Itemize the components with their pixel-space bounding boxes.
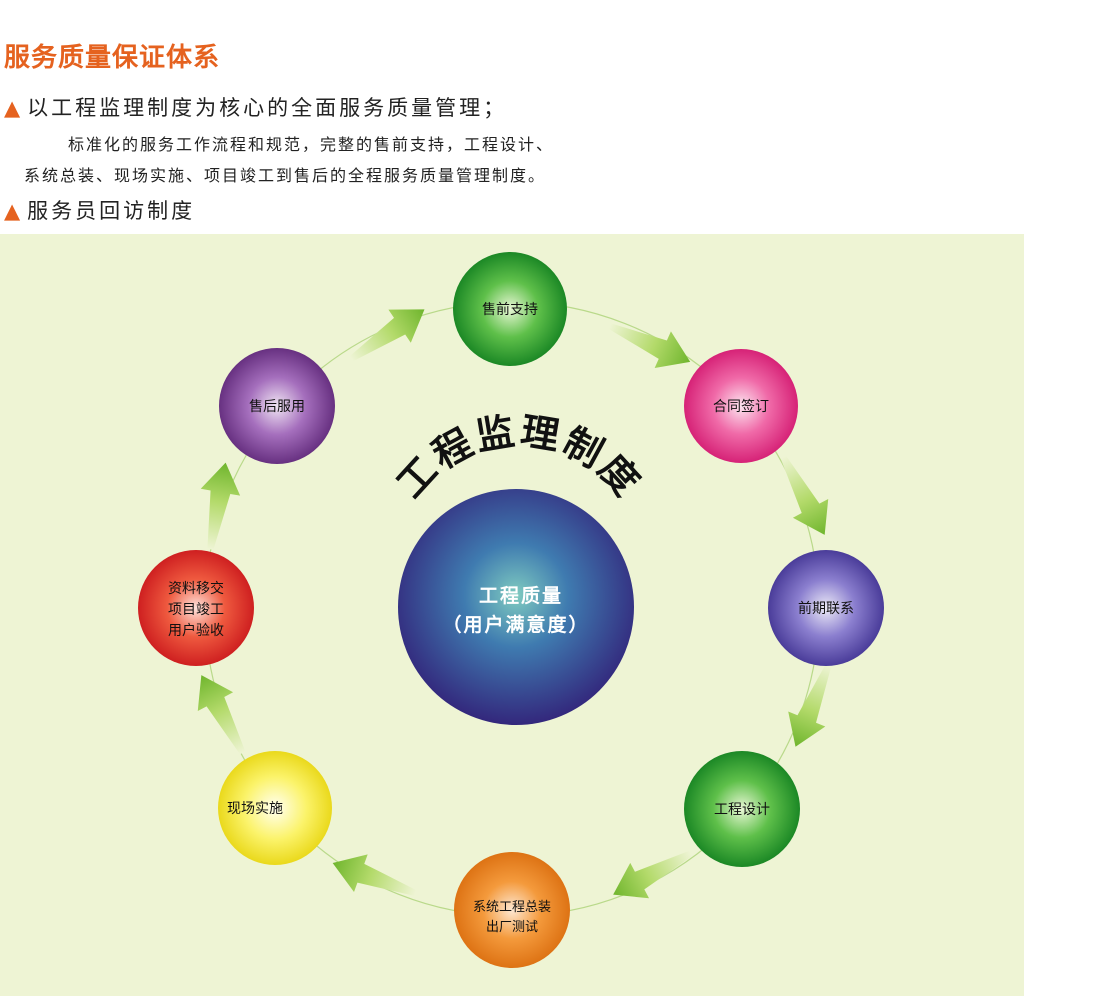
bullet-item-quality-management: ▲以工程监理制度为核心的全面服务质量管理； bbox=[4, 92, 507, 122]
center-label-line2: （用户满意度） bbox=[442, 613, 589, 636]
node-handover-label-line1: 资料移交 bbox=[168, 580, 224, 597]
node-presale-label: 售前支持 bbox=[482, 301, 538, 318]
node-handover-label-line3: 用户验收 bbox=[168, 622, 224, 639]
arrow-contact-to-design-icon bbox=[788, 664, 832, 747]
diagram-panel: 工程监理制度 工程质量 （用户满意度） 售前支持 合同签订 前期联系 工程设计 … bbox=[0, 234, 1024, 996]
arrow-design-to-assembly-icon bbox=[613, 850, 693, 899]
node-presale: 售前支持 bbox=[453, 252, 567, 366]
node-design: 工程设计 bbox=[684, 751, 800, 867]
arrow-assembly-to-onsite-icon bbox=[332, 854, 417, 896]
node-contract: 合同签订 bbox=[684, 349, 798, 463]
arrow-presale-to-contract-icon bbox=[608, 323, 691, 368]
node-handover: 资料移交 项目竣工 用户验收 bbox=[138, 550, 254, 666]
node-onsite: 现场实施 bbox=[218, 751, 332, 865]
node-assembly-label-line1: 系统工程总装 bbox=[473, 900, 551, 915]
cycle-diagram: 工程监理制度 工程质量 （用户满意度） 售前支持 合同签订 前期联系 工程设计 … bbox=[138, 252, 884, 968]
node-aftersale: 售后服用 bbox=[219, 348, 335, 464]
page-title: 服务质量保证体系 bbox=[4, 43, 221, 73]
node-contact: 前期联系 bbox=[768, 550, 884, 666]
arrow-aftersale-to-presale-icon bbox=[349, 309, 425, 362]
node-aftersale-label: 售后服用 bbox=[249, 399, 305, 415]
bullet-item-revisit: ▲服务员回访制度 bbox=[4, 195, 195, 225]
triangle-bullet-icon: ▲ bbox=[4, 96, 24, 120]
triangle-bullet-icon: ▲ bbox=[4, 199, 24, 223]
center-label-line1: 工程质量 bbox=[479, 585, 563, 607]
arrow-handover-to-aftersale-icon bbox=[200, 462, 241, 550]
bullet-item-text: 以工程监理制度为核心的全面服务质量管理； bbox=[27, 96, 508, 120]
node-contact-label: 前期联系 bbox=[798, 600, 854, 617]
description-line-2: 系统总装、现场实施、项目竣工到售后的全程服务质量管理制度。 bbox=[24, 166, 547, 185]
node-onsite-label: 现场实施 bbox=[227, 801, 283, 817]
node-assembly: 系统工程总装 出厂测试 bbox=[454, 852, 570, 968]
bullet-item-text: 服务员回访制度 bbox=[27, 199, 196, 223]
description-line-1: 标准化的服务工作流程和规范，完整的售前支持，工程设计、 bbox=[68, 135, 555, 154]
cycle-arrows bbox=[197, 309, 832, 899]
node-contract-label: 合同签订 bbox=[713, 398, 769, 415]
node-assembly-label-line2: 出厂测试 bbox=[486, 920, 538, 935]
node-handover-label-line2: 项目竣工 bbox=[168, 602, 224, 618]
arrow-contract-to-contact-icon bbox=[780, 455, 829, 535]
node-design-label: 工程设计 bbox=[714, 802, 770, 818]
arrow-onsite-to-handover-icon bbox=[197, 675, 246, 755]
center-sphere: 工程质量 （用户满意度） bbox=[398, 489, 634, 725]
